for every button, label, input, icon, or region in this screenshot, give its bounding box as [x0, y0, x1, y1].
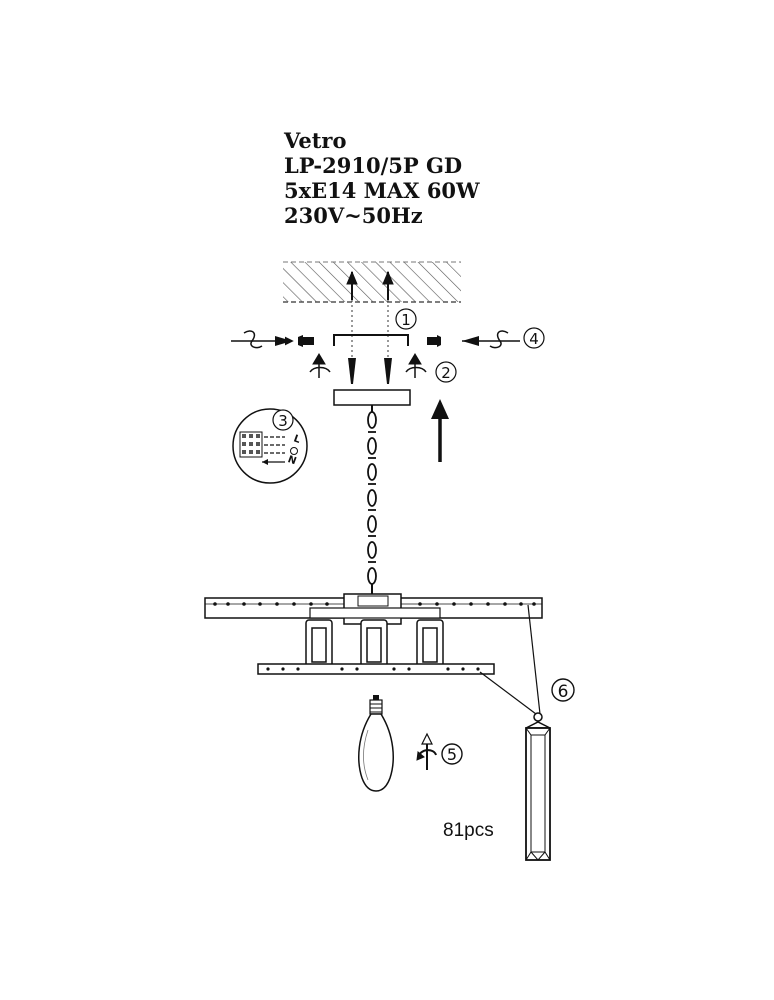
step-1-marker: 1: [395, 308, 417, 330]
step-3-label: 3: [278, 412, 288, 430]
suspension-chain: [367, 405, 377, 595]
step-4-label: 4: [529, 330, 539, 348]
top-frame: [204, 593, 543, 625]
bulb-icon: [358, 695, 394, 792]
wire-neutral-label: N: [286, 454, 298, 467]
mounting-bracket: [333, 334, 409, 346]
step-2-marker: 2: [435, 361, 457, 383]
ceiling: [283, 261, 461, 303]
step-6-marker: 6: [551, 678, 575, 702]
lamp-holders: [305, 619, 444, 669]
step-5-label: 5: [447, 745, 457, 764]
step-1-label: 1: [401, 311, 411, 329]
canopy: [333, 389, 411, 406]
wiring-detail: L N 3: [232, 408, 308, 484]
crystal-hanging-lines: [479, 604, 541, 715]
crystal-count: 81pcs: [443, 820, 494, 841]
product-info: Vetro LP-2910/5P GD 5xE14 MAX 60W 230V~5…: [284, 128, 480, 228]
voltage-spec: 230V~50Hz: [284, 203, 423, 228]
screw-rotation-icon: [309, 353, 427, 378]
wire-live-label: L: [292, 433, 302, 446]
step-5-marker: 5: [441, 743, 463, 765]
left-screw-icon: [231, 330, 314, 349]
bulb-rotation-icon: [416, 732, 437, 770]
crystal-prism: [525, 712, 551, 861]
step-2-label: 2: [441, 364, 451, 382]
right-screw-icon: [427, 330, 520, 349]
step-4-marker: 4: [523, 327, 545, 349]
lift-up-arrow-icon: [431, 399, 449, 462]
bracket-screws: [348, 358, 392, 384]
guide-lines: [351, 300, 389, 362]
product-model: LP-2910/5P GD: [284, 153, 463, 178]
step-6-label: 6: [558, 682, 569, 702]
bottom-ring: [257, 663, 495, 675]
bulb-spec: 5xE14 MAX 60W: [284, 178, 480, 203]
ceiling-anchor-icon: [346, 270, 394, 300]
product-name: Vetro: [284, 128, 347, 153]
